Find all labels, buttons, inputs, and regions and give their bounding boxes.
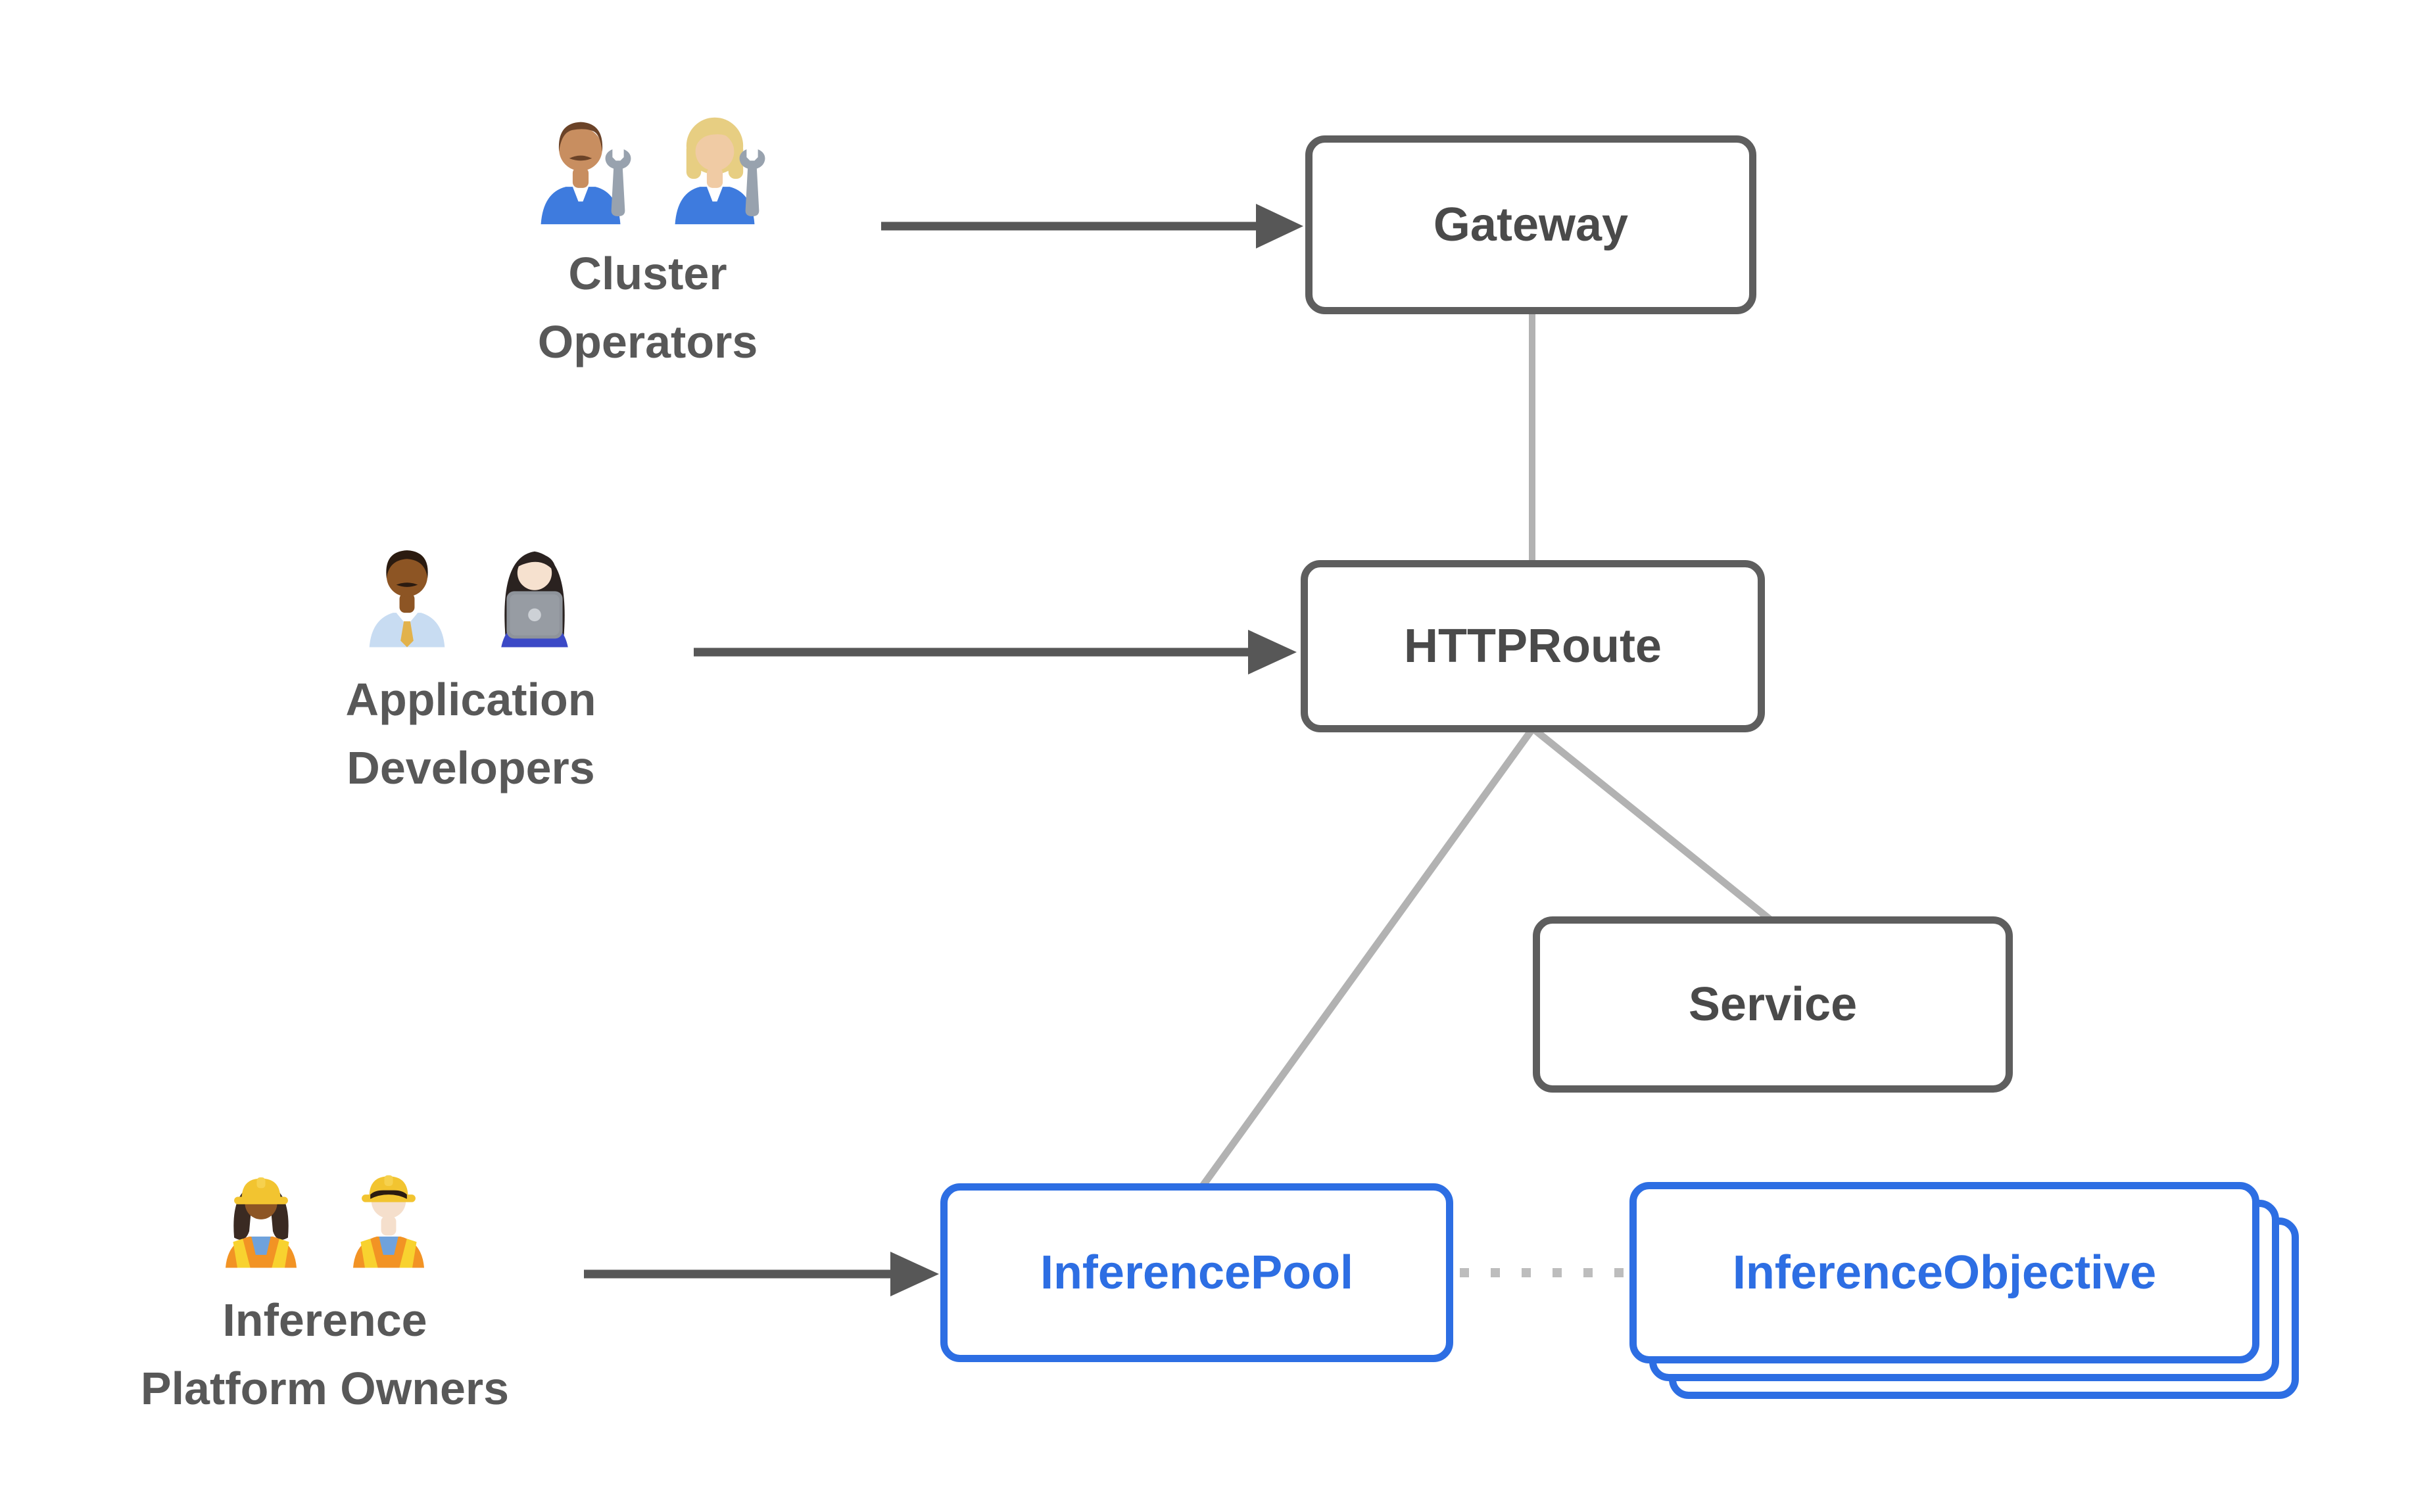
cluster-operators-label: Cluster Operators [538,239,758,376]
edge-httproute-inferencepool [1197,726,1536,1191]
node-inferenceobjective-label: InferenceObjective [1732,1246,2157,1299]
woman-technologist-icon [501,551,568,648]
arrow-platform-owners-to-inferencepool [584,1252,939,1296]
node-service: Service [1533,916,2013,1093]
node-inferenceobjective-stack: InferenceObjective [1629,1182,2299,1399]
woman-construction-worker-icon [226,1177,297,1268]
man-construction-worker-icon [353,1175,424,1268]
node-inferencepool: InferencePool [940,1183,1453,1362]
platform-owners-label-line1: Inference [222,1294,427,1346]
application-developers-label-line2: Developers [347,742,595,793]
arrow-cluster-operators-to-gateway [881,204,1303,248]
application-developers-emoji-row [348,526,594,655]
man-office-worker-icon [369,550,445,648]
edge-httproute-service [1530,725,1775,925]
cluster-operators-label-line2: Operators [537,316,758,367]
platform-owners-label-line2: Platform Owners [140,1363,510,1414]
node-inferencepool-label: InferencePool [1040,1246,1354,1299]
actor-inference-platform-owners: Inference Platform Owners [95,1146,555,1423]
woman-mechanic-icon [675,117,765,225]
node-gateway: Gateway [1305,135,1756,314]
platform-owners-emoji-row [202,1146,448,1275]
node-inferenceobjective: InferenceObjective [1629,1182,2259,1363]
cluster-operators-emoji-row [518,100,777,229]
node-gateway-label: Gateway [1433,199,1629,251]
platform-owners-label: Inference Platform Owners [141,1286,509,1423]
arrow-application-developers-to-httproute [694,630,1297,674]
node-httproute: HTTPRoute [1301,560,1765,732]
application-developers-label: Application Developers [345,665,596,802]
cluster-operators-label-line1: Cluster [568,248,727,299]
actor-application-developers: Application Developers [274,526,668,802]
man-mechanic-icon [541,122,631,225]
node-service-label: Service [1688,978,1858,1031]
actor-cluster-operators: Cluster Operators [450,100,845,376]
application-developers-label-line1: Application [345,674,596,725]
node-httproute-label: HTTPRoute [1404,620,1662,673]
